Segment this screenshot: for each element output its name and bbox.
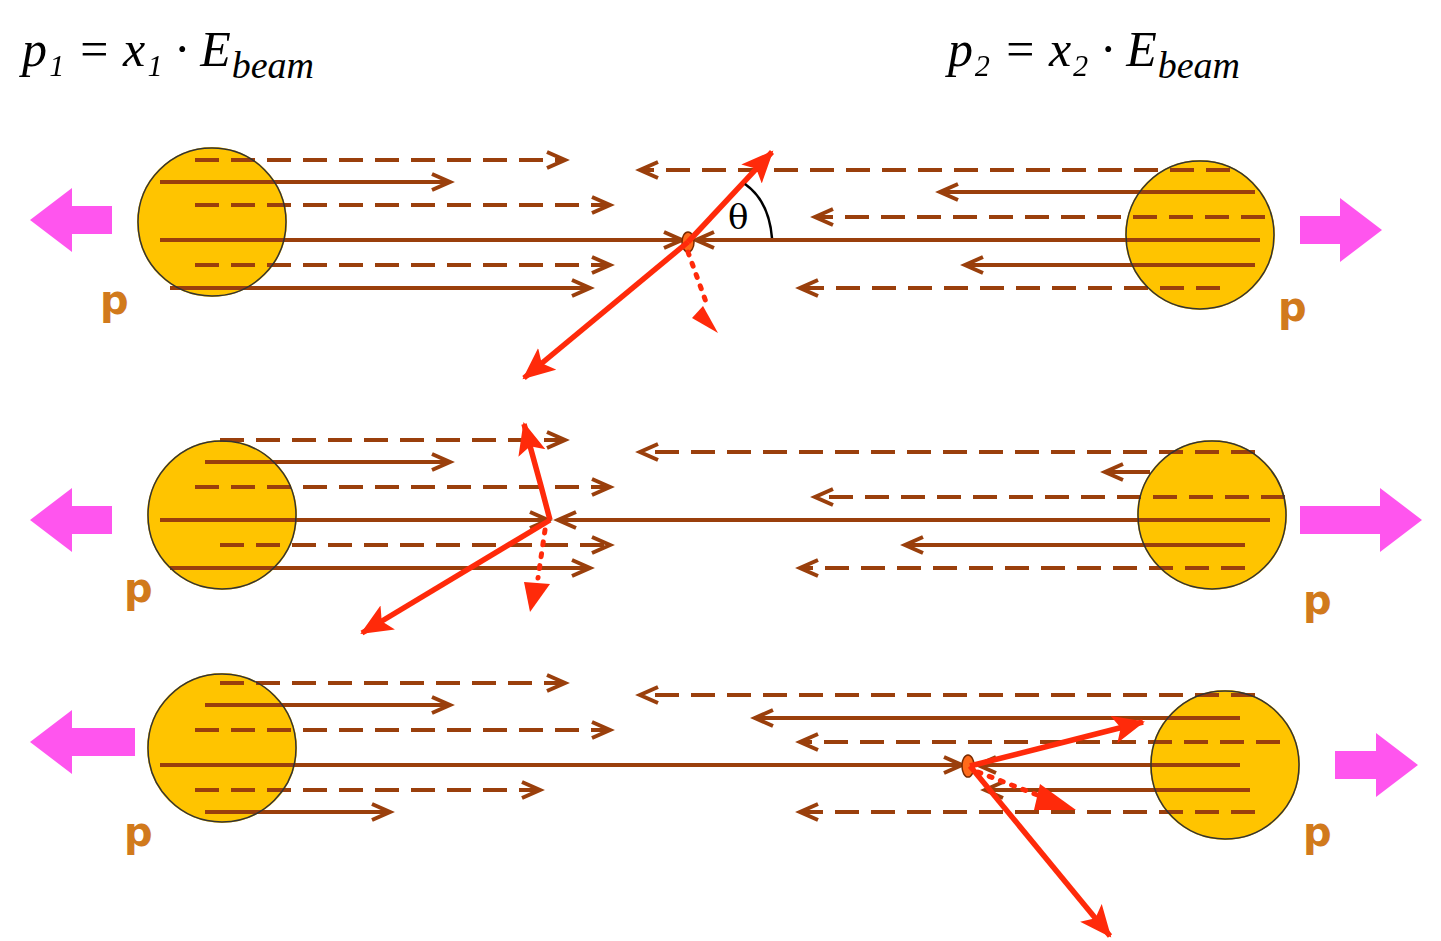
- particle-label: p: [1303, 812, 1332, 852]
- proton-outline: [147, 673, 297, 823]
- proton-outline: [1125, 160, 1275, 310]
- proton-circle: p: [137, 147, 287, 297]
- angle-symbol: θ: [728, 200, 748, 234]
- proton-circle: p: [147, 673, 297, 823]
- particle-label: p: [124, 812, 153, 852]
- formula-subscript: beam: [1158, 46, 1240, 84]
- momentum-formula: p₁ = x₁ · E: [22, 24, 231, 74]
- particle-label: p: [124, 568, 153, 608]
- particle-label: p: [1278, 287, 1307, 327]
- proton-circle: p: [1137, 440, 1287, 590]
- momentum-formula: p₂ = x₂ · E: [948, 24, 1157, 74]
- proton-outline: [1137, 440, 1287, 590]
- proton-outline: [137, 147, 287, 297]
- proton-outline: [147, 440, 297, 590]
- particle-label: p: [100, 280, 129, 320]
- proton-circle: p: [1125, 160, 1275, 310]
- formula-subscript: beam: [232, 46, 314, 84]
- proton-outline: [1150, 690, 1300, 840]
- particle-label: p: [1303, 580, 1332, 620]
- proton-circle: p: [1150, 690, 1300, 840]
- proton-circle: p: [147, 440, 297, 590]
